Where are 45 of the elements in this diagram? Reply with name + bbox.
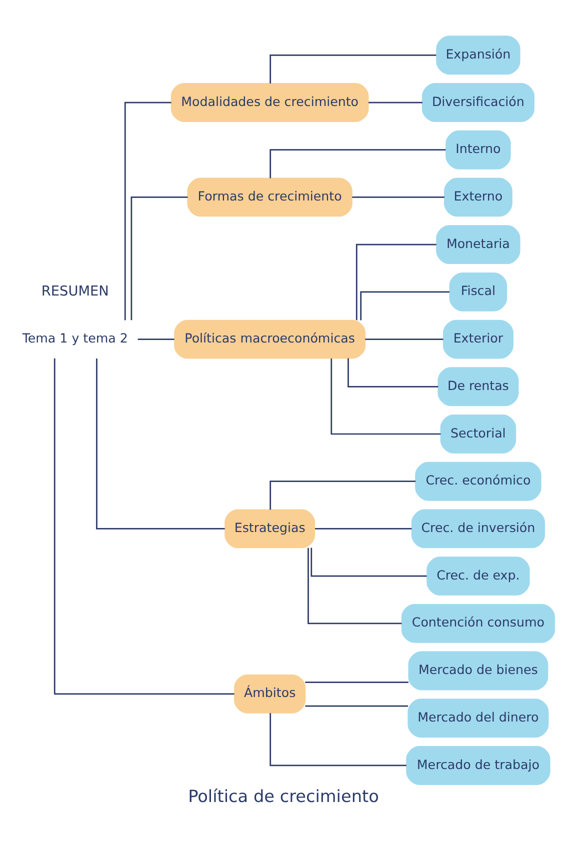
node-box: Monetaria <box>436 225 520 264</box>
node-box: Sectorial <box>440 414 516 454</box>
connector <box>130 196 188 320</box>
connector <box>270 713 406 766</box>
node-box: Externo <box>444 178 512 217</box>
node-box: Mercado del dinero <box>408 698 549 738</box>
node-box: Crec. económico <box>415 462 542 501</box>
connector <box>360 291 450 320</box>
node-box: Interno <box>446 130 511 170</box>
node-box: Ámbitos <box>234 674 306 714</box>
connector <box>368 102 422 104</box>
node-box: Estrategias <box>224 509 316 548</box>
node-box: Diversificación <box>422 83 534 122</box>
node-box: Políticas macroeconómicas <box>174 320 366 359</box>
connector <box>356 244 436 320</box>
label: RESUMEN <box>41 284 109 300</box>
connector <box>138 338 174 340</box>
node-box: Formas de crecimiento <box>187 178 352 217</box>
connector <box>330 358 441 435</box>
connector <box>308 548 402 624</box>
node-box: Exterior <box>442 320 514 359</box>
node-box: De rentas <box>438 367 519 406</box>
connector <box>124 102 172 320</box>
node-box: Mercado de bienes <box>408 651 548 690</box>
connector <box>310 548 427 577</box>
connector <box>270 480 416 510</box>
connector <box>305 682 408 684</box>
diagram-title: Política de crecimiento <box>188 786 379 806</box>
connector <box>352 196 444 198</box>
node-box: Contención consumo <box>401 604 555 643</box>
node-box: Mercado de trabajo <box>406 746 550 785</box>
node-box: Crec. de exp. <box>426 556 530 596</box>
node-box: Modalidades de crecimiento <box>170 83 369 122</box>
node-box: Crec. de inversión <box>411 509 545 548</box>
node-box: Expansión <box>436 36 520 75</box>
connector <box>54 358 234 695</box>
connector <box>348 358 438 388</box>
node-text: Tema 1 y tema 2 <box>22 330 128 346</box>
connector <box>315 528 412 530</box>
connector <box>270 54 436 84</box>
connector <box>305 705 408 707</box>
connector <box>365 338 444 340</box>
connector <box>96 358 225 530</box>
node-box: Fiscal <box>449 272 508 312</box>
connector <box>270 149 446 178</box>
